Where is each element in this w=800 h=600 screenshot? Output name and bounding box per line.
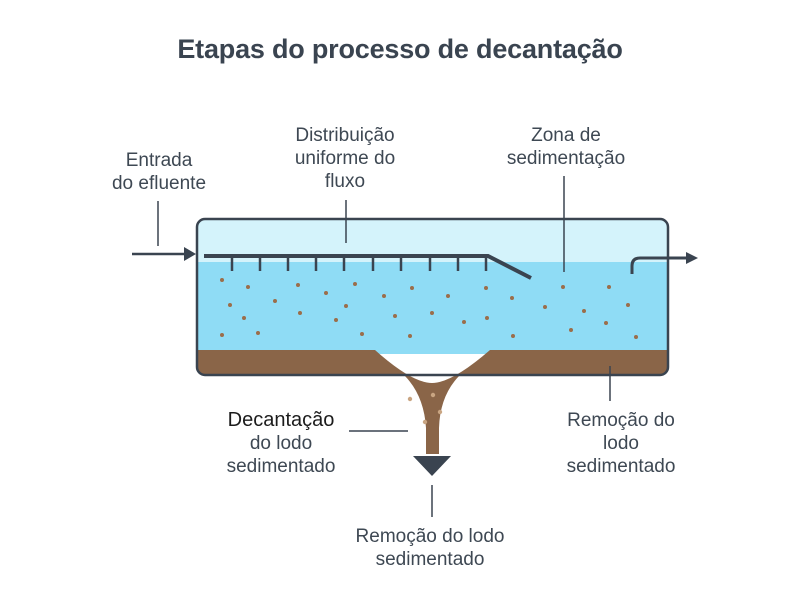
tank-water-zone xyxy=(197,262,668,354)
label-line: do efluente xyxy=(111,173,207,194)
distribution-nozzles xyxy=(230,256,488,271)
label-line: fluxo xyxy=(324,171,366,192)
outlet-arrow-head xyxy=(686,252,698,264)
label-remocao-lodo-direita: Remoção do lodo sedimentado xyxy=(546,409,696,478)
label-entrada-efluente: Entrada do efluente xyxy=(94,149,224,195)
leader-lines xyxy=(157,176,611,517)
label-line: uniforme do xyxy=(294,148,396,169)
label-line: Zona de xyxy=(531,125,601,146)
label-line: Remoção do xyxy=(567,410,675,431)
label-line: sedimentado xyxy=(375,549,485,570)
diagram-title: Etapas do processo de decantação xyxy=(177,34,623,64)
hopper-sludge-particles xyxy=(407,392,443,425)
label-line: lodo xyxy=(603,433,639,454)
distribution-pipe xyxy=(204,254,532,280)
inlet-arrow-head xyxy=(184,247,196,261)
label-distribuicao-fluxo: Distribuição uniforme do fluxo xyxy=(270,124,420,193)
label-line: Remoção do lodo xyxy=(355,526,505,547)
tank-outline xyxy=(195,217,670,377)
tank-air-zone xyxy=(197,219,668,269)
suspended-particles xyxy=(220,278,638,339)
label-line: sedimentado xyxy=(226,456,336,477)
sludge-outlet-valve xyxy=(413,456,451,476)
label-remocao-lodo-inferior: Remoção do lodo sedimentado xyxy=(330,525,530,571)
label-decantacao-lodo: Decantação do lodo sedimentado xyxy=(206,409,356,478)
label-line: Decantação xyxy=(227,409,335,431)
label-line: Distribuição xyxy=(295,125,395,146)
label-line: do lodo xyxy=(249,433,313,454)
outlet-pipe xyxy=(630,256,688,274)
label-line: sedimentação xyxy=(506,148,626,169)
label-line: Entrada xyxy=(125,150,193,171)
sludge-layer xyxy=(197,350,668,454)
label-zona-sedimentacao: Zona de sedimentação xyxy=(486,124,646,170)
label-line: sedimentado xyxy=(566,456,676,477)
